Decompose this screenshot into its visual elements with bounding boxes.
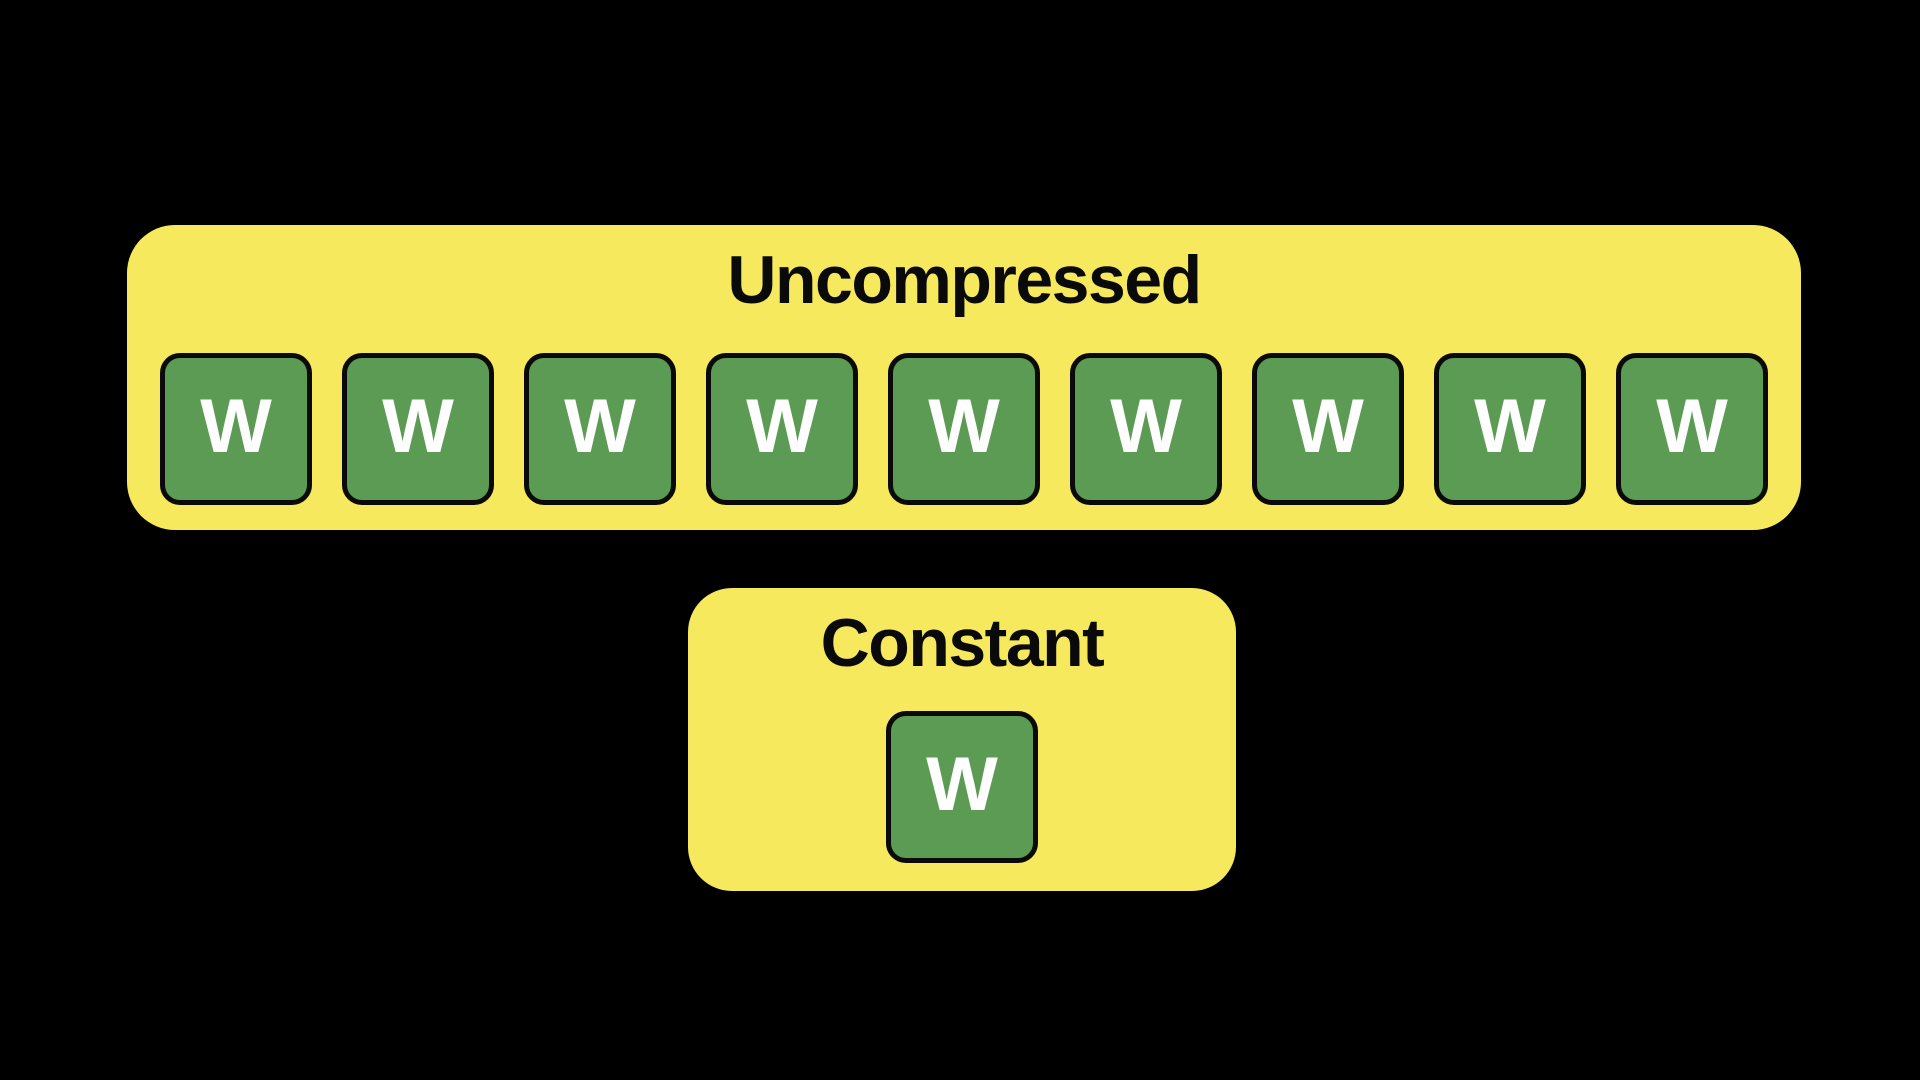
weight-tile: W [1616, 353, 1768, 505]
weight-tile-letter: W [564, 384, 636, 469]
constant-tile-row: W [688, 711, 1236, 863]
weight-tile-letter: W [926, 742, 998, 827]
weight-tile: W [706, 353, 858, 505]
weight-tile: W [888, 353, 1040, 505]
weight-tile-letter: W [1656, 384, 1728, 469]
weight-tile-letter: W [746, 384, 818, 469]
weight-tile: W [1434, 353, 1586, 505]
constant-panel-title: Constant [820, 605, 1105, 681]
weight-tile: W [524, 353, 676, 505]
weight-tile-letter: W [928, 384, 1000, 469]
weight-tile: W [342, 353, 494, 505]
weight-tile-letter: W [1110, 384, 1182, 469]
uncompressed-panel-title: Uncompressed [727, 242, 1202, 318]
weight-tile: W [1070, 353, 1222, 505]
constant-panel: Constant W [688, 588, 1236, 891]
uncompressed-panel: Uncompressed W W W W W W W W W [127, 225, 1801, 530]
weight-tile-letter: W [382, 384, 454, 469]
weight-tile-letter: W [1292, 384, 1364, 469]
weight-tile-letter: W [200, 384, 272, 469]
weight-tile: W [1252, 353, 1404, 505]
weight-tile-letter: W [1474, 384, 1546, 469]
weight-tile: W [886, 711, 1038, 863]
weight-tile: W [160, 353, 312, 505]
